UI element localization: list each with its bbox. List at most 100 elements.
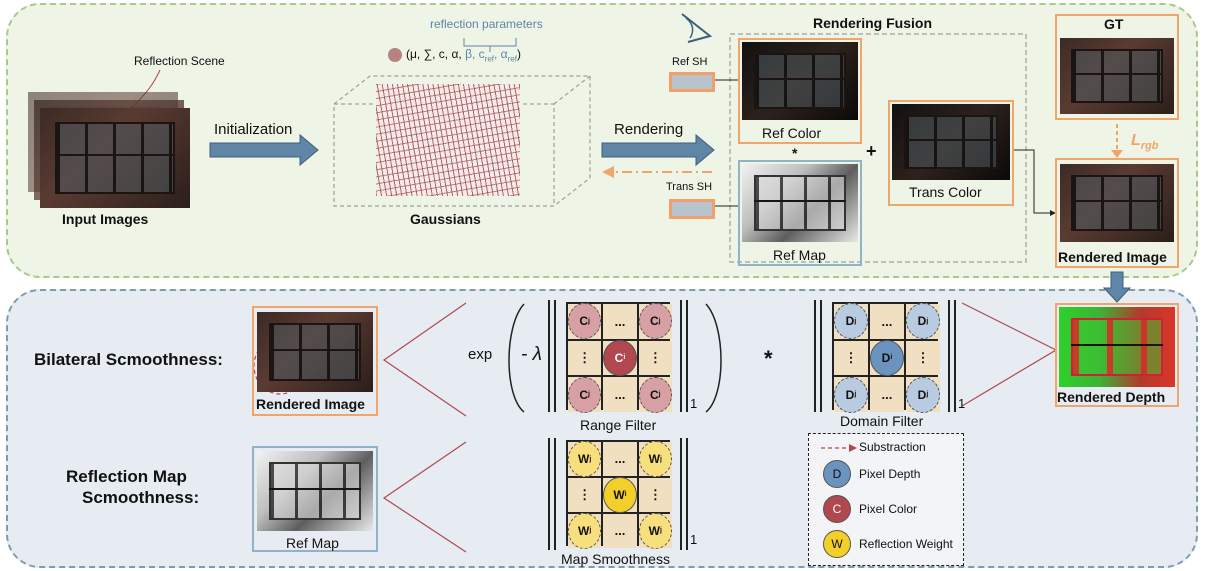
- map-cell: ⋮: [568, 477, 602, 512]
- rendered-image-frame: [1055, 158, 1179, 268]
- range-norm-sub: 1: [690, 396, 698, 411]
- input-images-label: Input Images: [62, 211, 149, 227]
- rendered-depth-image: [1059, 307, 1175, 387]
- gt-image: [1060, 38, 1174, 114]
- bilateral-lines-right: [961, 302, 1058, 407]
- rendered-to-depth-arrow: [1102, 271, 1132, 303]
- gaussian-point-cloud: [376, 84, 520, 196]
- fusion-to-rendered-arrow: [1014, 149, 1056, 216]
- gt-frame: [1055, 14, 1179, 120]
- legend-pixel-depth: Pixel Depth: [859, 467, 921, 481]
- legend-subtraction: Substraction: [859, 440, 926, 454]
- gaussians-label: Gaussians: [410, 211, 481, 227]
- bottom-multiply-symbol: *: [764, 346, 773, 371]
- map-norm-sub: 1: [690, 532, 698, 547]
- params-base: (μ, ∑, c, α,: [406, 47, 462, 61]
- trans-sh-label: Trans SH: [666, 181, 713, 193]
- params-alpha: , α: [494, 47, 508, 61]
- l-rgb-symbol: L: [1131, 132, 1141, 149]
- initialization-arrow: [209, 133, 319, 167]
- ref-sh-block: [669, 72, 715, 92]
- gaussians-box: [333, 75, 591, 207]
- legend-pixel-color: Pixel Color: [859, 502, 918, 516]
- ref-color-label: Ref Color: [762, 125, 822, 141]
- params-sub-ref2: ref: [507, 54, 517, 64]
- domain-cell: ...: [869, 377, 904, 412]
- bottom-rendered-image-label: Rendered Image: [256, 396, 365, 412]
- map-cell: ...: [603, 442, 637, 476]
- gaussian-parameters: (μ, ∑, c, α, β, cref, αref): [406, 47, 521, 63]
- rendering-label: Rendering: [614, 121, 684, 138]
- domain-cell: ⋮: [834, 340, 868, 376]
- ref-map-frame: [738, 160, 862, 266]
- camera-icon: [681, 13, 713, 43]
- legend-reflection-weight: Reflection Weight: [859, 537, 953, 551]
- domain-norm-bar-r1: [948, 300, 950, 412]
- bilateral-smoothness-label: Bilateral Scmoothness:: [34, 350, 223, 369]
- domain-cell: ⋮: [905, 340, 940, 376]
- initialization-label: Initialization: [214, 121, 293, 138]
- bottom-rendered-image-frame: [252, 306, 378, 416]
- gt-label: GT: [1104, 16, 1124, 32]
- l-rgb-sub: rgb: [1140, 140, 1159, 153]
- trans-color-image: [892, 104, 1010, 180]
- rendering-fusion-box: [729, 33, 1027, 263]
- plus-symbol: +: [866, 141, 877, 161]
- refmap-lines-left: [382, 441, 467, 553]
- bilateral-lines-left: [382, 302, 467, 417]
- exp-label: exp: [468, 346, 493, 363]
- multiply-symbol: *: [792, 145, 798, 161]
- ref-color-frame: [738, 38, 862, 144]
- range-cell: ⋮: [638, 340, 672, 376]
- map-cell: ...: [603, 513, 637, 548]
- bottom-rendered-image: [257, 312, 373, 392]
- ref-map-label: Ref Map: [773, 247, 826, 263]
- rendered-depth-label: Rendered Depth: [1057, 389, 1166, 405]
- rendering-arrow: [601, 133, 715, 167]
- map-cell: ⋮: [638, 477, 672, 512]
- map-norm-bar-r1: [680, 438, 682, 550]
- reflection-parameters-label: reflection parameters: [430, 17, 543, 31]
- params-reflection: β, cref, αref: [465, 47, 517, 64]
- ref-color-image: [742, 42, 858, 120]
- range-cell: ...: [603, 377, 637, 412]
- neg-lambda: - λ: [521, 344, 542, 365]
- bottom-ref-map-frame: [252, 446, 378, 552]
- map-norm-bar-r2: [686, 438, 688, 550]
- trans-color-label: Trans Color: [909, 184, 982, 200]
- input-image-front: [40, 108, 190, 208]
- map-norm-bar-l2: [554, 438, 556, 550]
- trans-color-frame: [888, 100, 1014, 206]
- domain-cell: ...: [869, 304, 904, 339]
- range-norm-bar-r1: [680, 300, 682, 412]
- range-norm-bar-l2: [554, 300, 556, 412]
- domain-filter-label: Domain Filter: [840, 413, 924, 429]
- range-norm-bar-r2: [686, 300, 688, 412]
- domain-norm-bar-l1: [814, 300, 816, 412]
- legend-depth-icon: D: [823, 460, 851, 488]
- reflection-scene-label: Reflection Scene: [134, 54, 225, 68]
- bottom-ref-map-image: [257, 451, 373, 531]
- range-norm-bar-l1: [548, 300, 550, 412]
- legend-box: Substraction D Pixel Depth C Pixel Color…: [808, 433, 964, 566]
- trans-sh-block: [669, 199, 715, 219]
